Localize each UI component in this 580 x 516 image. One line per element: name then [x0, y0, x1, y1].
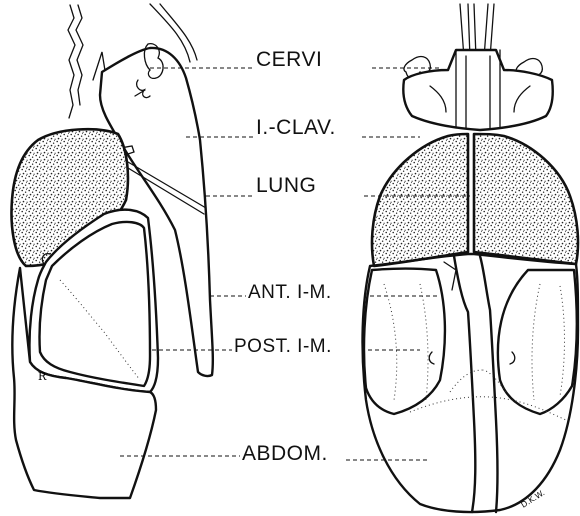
- svg-text:R: R: [38, 370, 47, 383]
- label-abdominal: ABDOM.: [242, 442, 328, 465]
- label-lung: LUNG: [256, 174, 316, 197]
- clavicular-sac-ventral: [403, 50, 552, 130]
- label-cervical: CERVI: [256, 48, 322, 71]
- intermediate-sac-ventral-left: [364, 269, 445, 415]
- label-interclavicular: I.-CLAV.: [256, 116, 336, 139]
- trachea-left: [68, 5, 75, 118]
- lung-ventral-left: [372, 134, 468, 266]
- ventral-view: D.K.W.: [363, 4, 578, 512]
- labels: CERVI I.-CLAV. LUNG ANT. I-M. POST. I-M.…: [234, 48, 336, 465]
- lateral-view: R: [12, 4, 213, 498]
- label-anterior-intermediate: ANT. I-M.: [248, 282, 332, 303]
- lung-ventral-right: [474, 134, 578, 264]
- label-posterior-intermediate: POST. I-M.: [234, 336, 332, 357]
